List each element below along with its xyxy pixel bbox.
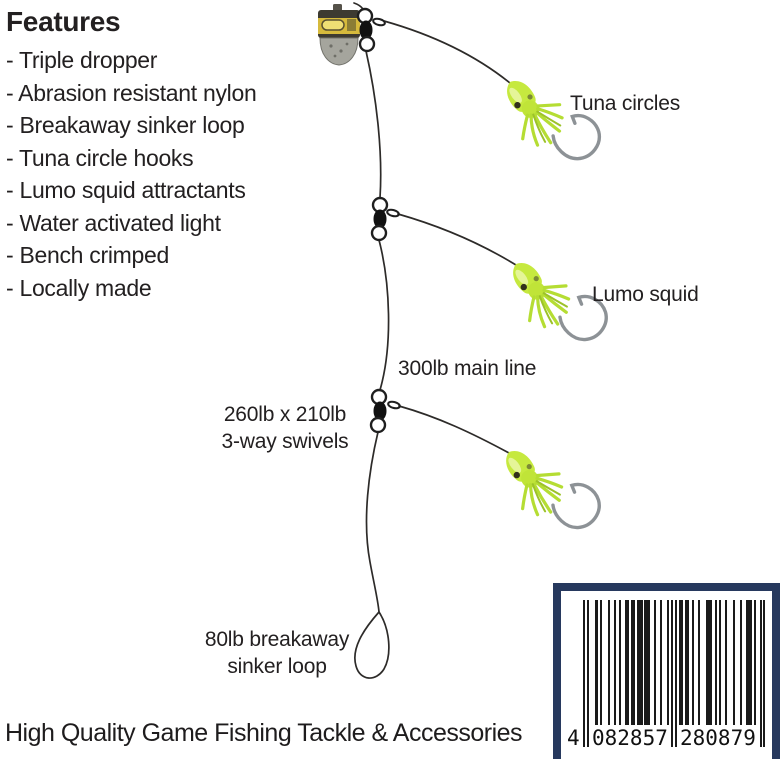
label-sinker-loop: 80lb breakaway sinker loop xyxy=(192,626,362,680)
label-sinker-loop-line2: sinker loop xyxy=(227,655,327,678)
label-3way-swivels: 260lb x 210lb 3-way swivels xyxy=(208,401,362,455)
barcode-bar xyxy=(619,600,622,725)
feature-item: - Triple dropper xyxy=(6,47,158,73)
barcode-bar xyxy=(627,600,630,725)
barcode-bar xyxy=(750,600,752,725)
feature-item: - Tuna circle hooks xyxy=(6,144,194,171)
dropper-lines xyxy=(383,20,517,454)
label-sinker-loop-line1: 80lb breakaway xyxy=(204,628,350,651)
footer-tagline: High Quality Game Fishing Tackle & Acces… xyxy=(5,719,523,747)
barcode-bar xyxy=(715,600,718,725)
feature-item: - Breakaway sinker loop xyxy=(6,112,245,138)
barcode-bar xyxy=(705,600,708,725)
barcode-bar xyxy=(631,600,633,725)
feature-item: - Locally made xyxy=(6,274,152,301)
barcode-bar xyxy=(596,600,599,725)
barcode-bar xyxy=(675,600,678,747)
barcode-box: 4 082857 280879 xyxy=(553,583,780,759)
swivel-bottom xyxy=(369,388,401,434)
barcode-bar xyxy=(586,600,589,747)
barcode-bar xyxy=(613,600,616,725)
main-line xyxy=(353,2,390,613)
feature-item: - Abrasion resistant nylon xyxy=(6,79,257,106)
barcode-bar xyxy=(759,600,762,747)
barcode-bar xyxy=(680,600,683,725)
barcode-bar xyxy=(748,600,751,725)
barcode-bar xyxy=(671,600,674,747)
barcode-bar xyxy=(709,600,712,725)
feature-item: - Lumo squid attractants xyxy=(6,177,246,203)
barcode-bar xyxy=(740,600,743,725)
sinker-loop xyxy=(354,610,390,679)
label-3way-swivels-line1: 260lb x 210lb xyxy=(223,403,347,426)
barcode-bar xyxy=(686,600,689,725)
barcode-bar xyxy=(684,600,687,725)
label-3way-swivels-line2: 3-way swivels xyxy=(221,430,349,453)
barcode-bar xyxy=(753,600,756,725)
label-main-line: 300lb main line xyxy=(398,357,537,380)
water-activated-light xyxy=(318,4,360,66)
barcode-digit-group1: 082857 xyxy=(592,726,668,750)
squid-lure-bottom xyxy=(488,424,610,552)
swivel-top xyxy=(356,7,386,53)
barcode-bar xyxy=(600,600,603,725)
barcode-bar xyxy=(640,600,643,725)
barcode-bar xyxy=(638,600,641,725)
squid-lure-top xyxy=(489,54,610,183)
feature-item: - Water activated light xyxy=(6,209,221,236)
barcode-bar xyxy=(725,600,728,725)
barcode-bar xyxy=(644,600,647,725)
barcode-digit-lead: 4 xyxy=(567,726,580,750)
label-tuna-circles: Tuna circles xyxy=(570,92,681,115)
barcode-bar xyxy=(698,600,701,725)
barcode-bar xyxy=(636,600,639,725)
barcode-bar xyxy=(679,600,681,725)
features-heading: Features xyxy=(6,6,121,37)
barcode-bar xyxy=(583,600,585,747)
barcode-digit-group2: 280879 xyxy=(680,726,756,750)
features-panel: Features - Triple dropper - Abrasion res… xyxy=(6,6,316,304)
barcode-bar xyxy=(667,600,670,725)
barcode-bar xyxy=(763,600,766,747)
barcode-bar xyxy=(707,600,710,725)
barcode-bar xyxy=(648,600,651,725)
barcode-bar xyxy=(646,600,649,725)
barcode-bar xyxy=(654,600,656,725)
barcode-bar xyxy=(607,600,610,725)
feature-item: - Bench crimped xyxy=(6,242,169,268)
swivel-middle xyxy=(370,196,400,242)
label-lumo-squid: Lumo squid xyxy=(592,283,699,306)
barcode-bar xyxy=(692,600,695,725)
barcode-bar xyxy=(594,600,597,725)
barcode-bar xyxy=(719,600,722,725)
barcode-bar xyxy=(746,600,749,725)
barcode-bar xyxy=(732,600,735,725)
barcode-bar xyxy=(659,600,662,725)
barcode-bar xyxy=(625,600,628,725)
barcode-bar xyxy=(632,600,635,725)
barcode-bars: 4 082857 280879 xyxy=(567,600,766,750)
